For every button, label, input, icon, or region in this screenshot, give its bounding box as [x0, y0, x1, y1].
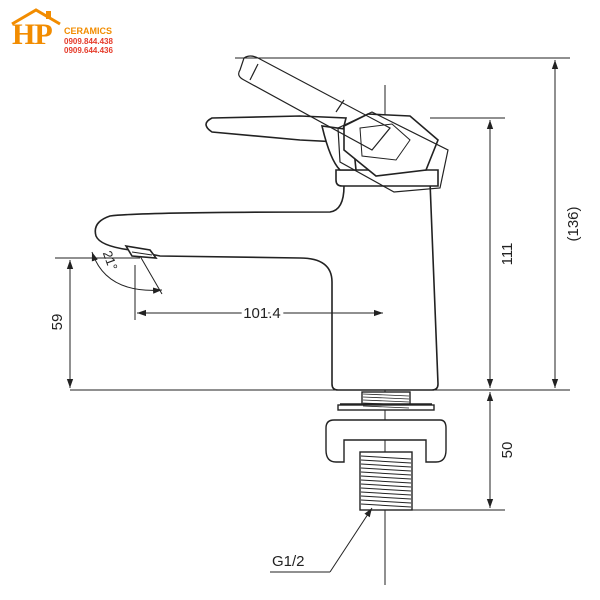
thread-line [362, 399, 410, 403]
shank-thread [360, 455, 412, 508]
thread-line [360, 475, 412, 480]
logo-mark: HP [12, 18, 53, 51]
thread-line [360, 491, 412, 496]
faucet-body [94, 113, 439, 391]
thread-line [360, 459, 412, 464]
spout-height-label: 59 [49, 314, 66, 331]
thread-line [360, 455, 412, 460]
handle-raised-outline [238, 55, 449, 193]
spout-reach-label: 101.4 [243, 305, 281, 322]
thread-line [360, 483, 412, 488]
body-height-label: 111 [499, 243, 516, 266]
angle-label: 21° [100, 249, 121, 273]
thread-line [362, 402, 410, 406]
thread-line [362, 396, 410, 400]
logo-brand-name: CERAMICS [64, 26, 113, 36]
logo-phone-2: 0909.644.436 [64, 46, 113, 55]
thread-line [360, 471, 412, 476]
thread-line [360, 499, 412, 504]
dimension-lines [66, 60, 559, 573]
thread-line [360, 479, 412, 484]
thread-line [360, 467, 412, 472]
total-height-label: (136) [565, 206, 582, 241]
house-roof-icon [11, 8, 61, 26]
thread-line [360, 463, 412, 468]
thread-line [362, 393, 410, 397]
logo-phone-1: 0909.844.438 [64, 37, 113, 46]
mounting-base [325, 391, 447, 511]
thread-line [360, 495, 412, 500]
thread-line [362, 405, 410, 409]
thread-line [360, 503, 412, 508]
upper-shank-thread [362, 393, 410, 409]
thread-label: G1/2 [272, 553, 305, 570]
thread-line [360, 487, 412, 492]
shank-length-label: 50 [499, 442, 516, 459]
brand-logo: HP CERAMICS 0909.844.438 0909.644.436 [8, 8, 128, 64]
